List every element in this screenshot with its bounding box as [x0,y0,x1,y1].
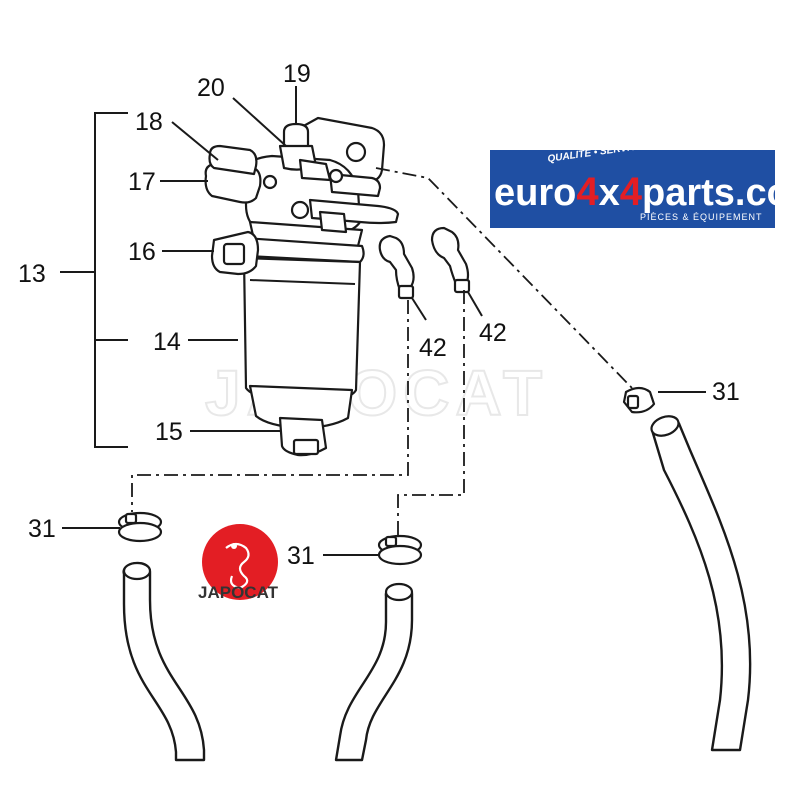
elbow-fitting-right [430,226,471,294]
logo-wordmark: euro4x4parts.com [494,170,800,214]
callout-20: 20 [197,74,225,102]
callout-17: 17 [128,168,156,196]
japocat-logo-text: JAPOCAT [198,583,279,602]
outlet-pipe-upper [328,172,382,198]
fitting-18 [208,144,258,176]
hose-clamp-middle [377,534,423,566]
japocat-logo: JAPOCAT [198,524,279,602]
outlet-pipe-side [318,210,348,234]
callout-19: 19 [283,60,311,88]
assembly-bracket [60,112,128,448]
assembly-center-lines [131,167,633,535]
callout-18: 18 [135,108,163,136]
leader-lines [62,86,706,556]
callout-14: 14 [153,328,181,356]
fuel-hose-right [650,416,752,752]
euro4x4parts-logo: QUALITÉ • SERVICE • STOCK MASSIF euro4x4… [490,127,800,228]
fitting-20 [298,158,332,182]
callout-42-right: 42 [479,319,507,347]
callout-31-left: 31 [28,515,56,543]
fuel-hose-middle [334,584,414,762]
hose-clamp-right [622,386,656,414]
logo-background [490,150,775,228]
callout-31-right: 31 [712,378,740,406]
callout-42-left: 42 [419,334,447,362]
callout-16: 16 [128,238,156,266]
callout-13: 13 [18,260,46,288]
hose-clamp-left [117,511,163,543]
fuel-hose-left [122,562,206,762]
fuel-filter-assembly [204,116,400,457]
fitting-19 [282,122,310,150]
callout-15: 15 [155,418,183,446]
callout-31-middle: 31 [287,542,315,570]
logo-subline: PIÈCES & ÉQUIPEMENT [640,212,763,222]
elbow-fitting-left [378,234,415,300]
